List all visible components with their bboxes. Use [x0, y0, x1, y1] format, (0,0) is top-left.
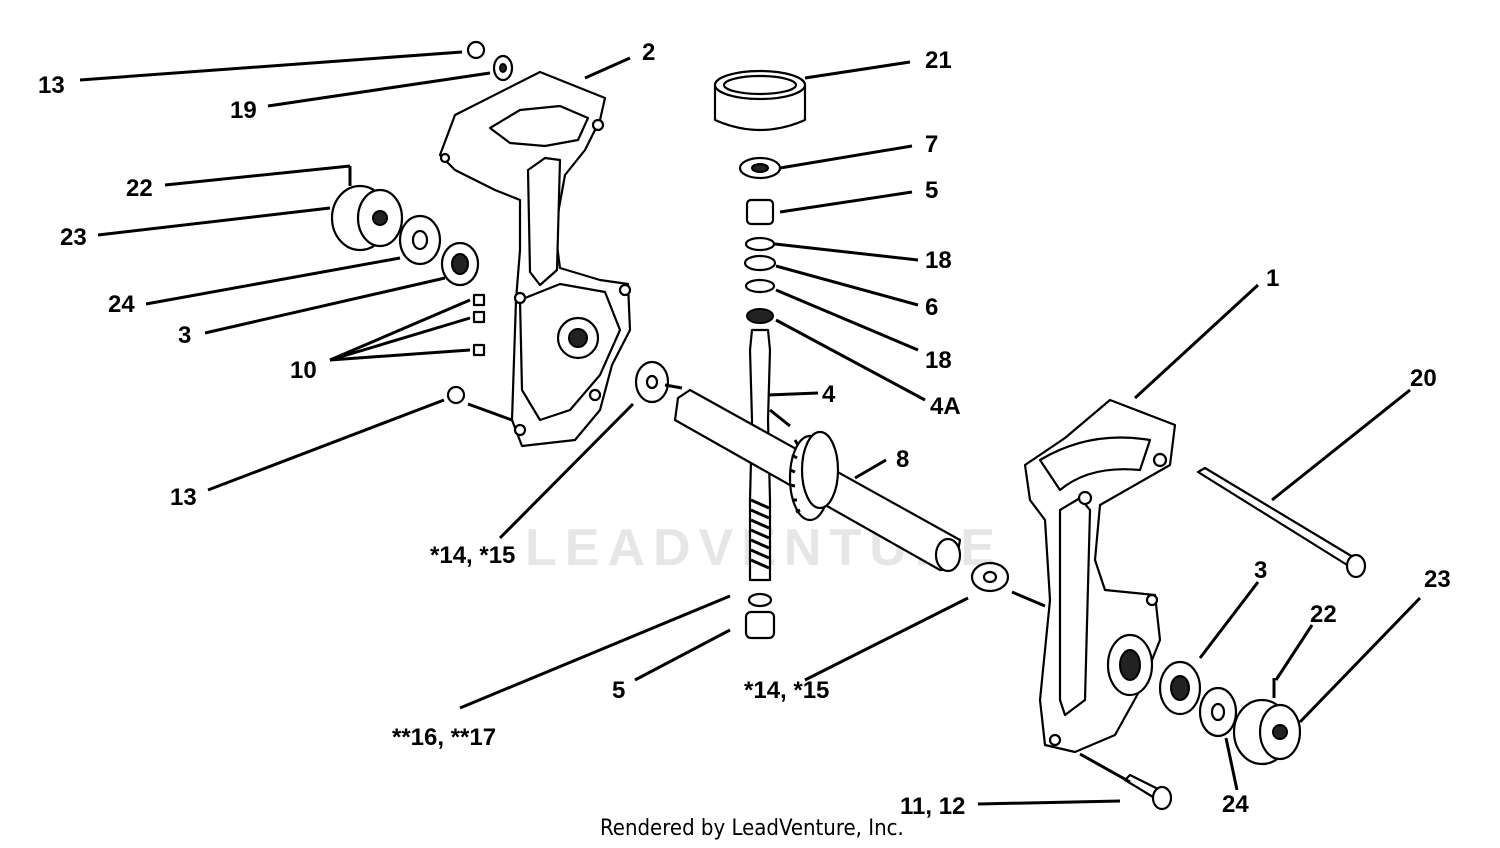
- label-3: 3: [178, 322, 191, 349]
- label-24: 24: [108, 291, 135, 318]
- label-8: 8: [896, 446, 909, 473]
- label-5-upper: 5: [925, 177, 938, 204]
- label-6: 6: [925, 294, 938, 321]
- left-gear-housing: [438, 70, 632, 448]
- leader-lines: [79, 50, 1422, 806]
- credit-text: Rendered by LeadVenture, Inc.: [600, 816, 904, 841]
- label-13: 13: [38, 72, 65, 99]
- label-24-right: 24: [1222, 791, 1249, 818]
- label-1: 1: [1266, 265, 1279, 292]
- right-gear-housing: [1023, 398, 1177, 754]
- label-4: 4: [822, 381, 836, 408]
- label-22-right: 22: [1310, 601, 1337, 628]
- label-16-17: **16, **17: [392, 724, 496, 751]
- label-5-lower: 5: [612, 677, 625, 704]
- label-11-12: 11, 12: [900, 793, 965, 820]
- label-23: 23: [60, 224, 87, 251]
- label-22: 22: [126, 175, 153, 202]
- label-7: 7: [925, 131, 938, 158]
- label-21: 21: [925, 47, 952, 74]
- label-2: 2: [642, 39, 655, 66]
- label-18-upper: 18: [925, 247, 952, 274]
- right-small-parts: [1123, 466, 1367, 811]
- label-14-15-right: *14, *15: [744, 677, 829, 704]
- label-18-lower: 18: [925, 347, 952, 374]
- label-19: 19: [230, 97, 257, 124]
- worm-shaft-assembly: [713, 69, 807, 640]
- label-3-right: 3: [1254, 557, 1267, 584]
- label-13-lower: 13: [170, 484, 197, 511]
- label-20: 20: [1410, 365, 1437, 392]
- label-4a: 4A: [930, 393, 961, 420]
- label-14-15-left: *14, *15: [430, 542, 515, 569]
- gear-shaft: [673, 388, 1010, 593]
- left-small-parts: [330, 40, 670, 405]
- label-23-right: 23: [1424, 566, 1451, 593]
- label-10: 10: [290, 357, 317, 384]
- part-labels: 13 19 2 22 23 24 3 10 13 *14, *15 **16, …: [38, 39, 1451, 820]
